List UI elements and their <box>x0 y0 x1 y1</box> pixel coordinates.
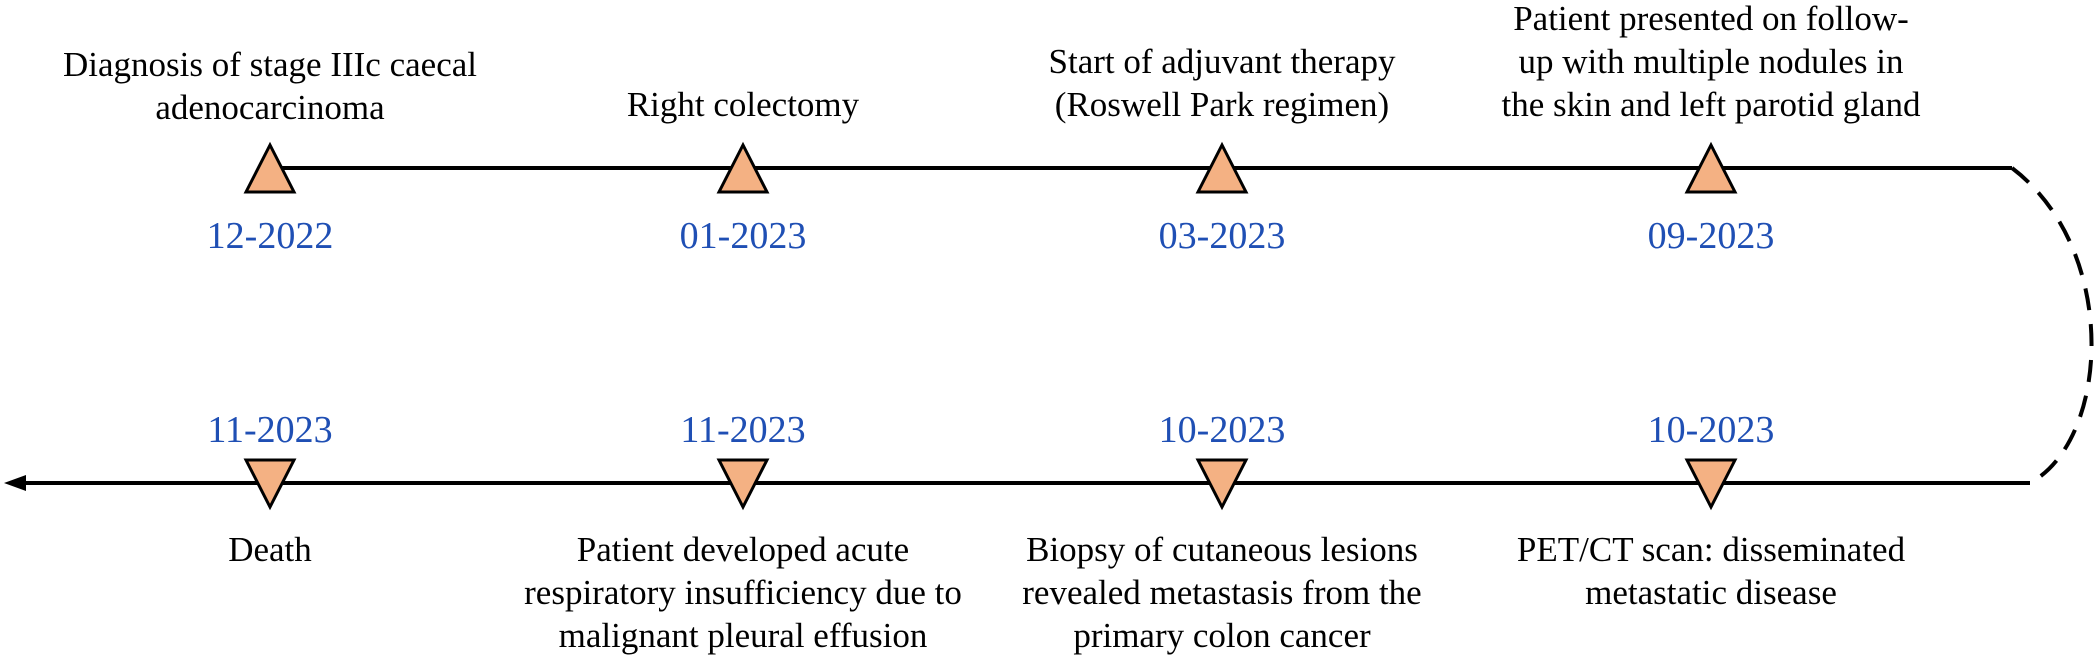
triangle-up-icon <box>1684 141 1738 194</box>
label-line: Patient developed acute <box>576 530 910 569</box>
label-line: Patient presented on follow- <box>1513 0 1909 38</box>
event-date: 11-2023 <box>680 409 806 451</box>
triangle-down-icon <box>1195 458 1249 511</box>
event-label-death: Death <box>228 528 312 571</box>
event-date: 10-2023 <box>1158 409 1286 451</box>
event-date: 12-2022 <box>206 215 334 257</box>
arrow-left-icon <box>4 475 26 491</box>
event-date: 10-2023 <box>1647 409 1775 451</box>
label-line: PET/CT scan: disseminated <box>1516 530 1906 569</box>
event-label-pet-ct: PET/CT scan: disseminated metastatic dis… <box>1517 528 1905 614</box>
event-date: 03-2023 <box>1158 215 1286 257</box>
event-date: 09-2023 <box>1647 215 1775 257</box>
event-label-colectomy: Right colectomy <box>627 83 859 126</box>
label-line: (Roswell Park regimen) <box>1054 85 1390 124</box>
label-line: respiratory insufficiency due to <box>524 573 962 612</box>
event-date: 11-2023 <box>207 409 333 451</box>
event-date: 01-2023 <box>679 215 807 257</box>
triangle-down-icon <box>243 458 297 511</box>
event-label-respiratory-insufficiency: Patient developed acute respiratory insu… <box>524 528 962 657</box>
label-line: up with multiple nodules in <box>1518 42 1904 81</box>
triangle-down-icon <box>716 458 770 511</box>
label-line: malignant pleural effusion <box>558 616 928 655</box>
timeline-markers <box>243 141 1738 511</box>
triangle-up-icon <box>1195 141 1249 194</box>
event-label-adjuvant-therapy: Start of adjuvant therapy (Roswell Park … <box>1049 40 1396 126</box>
label-line: Diagnosis of stage IIIc caecal <box>63 45 477 84</box>
label-line: adenocarcinoma <box>155 88 385 127</box>
triangle-down-icon <box>1684 458 1738 511</box>
label-line: Death <box>228 530 312 569</box>
label-line: primary colon cancer <box>1073 616 1371 655</box>
label-line: the skin and left parotid gland <box>1501 85 1921 124</box>
label-line: Biopsy of cutaneous lesions <box>1026 530 1418 569</box>
label-line: Start of adjuvant therapy <box>1048 42 1396 81</box>
event-label-diagnosis: Diagnosis of stage IIIc caecal adenocarc… <box>63 43 477 129</box>
event-label-follow-up: Patient presented on follow- up with mul… <box>1502 0 1921 126</box>
label-line: revealed metastasis from the <box>1022 573 1422 612</box>
label-line: metastatic disease <box>1585 573 1837 612</box>
dashed-connector <box>2010 166 2094 485</box>
triangle-up-icon <box>716 141 770 194</box>
label-line: Right colectomy <box>626 85 860 124</box>
triangle-up-icon <box>243 141 297 194</box>
event-label-biopsy: Biopsy of cutaneous lesions revealed met… <box>1022 528 1421 657</box>
